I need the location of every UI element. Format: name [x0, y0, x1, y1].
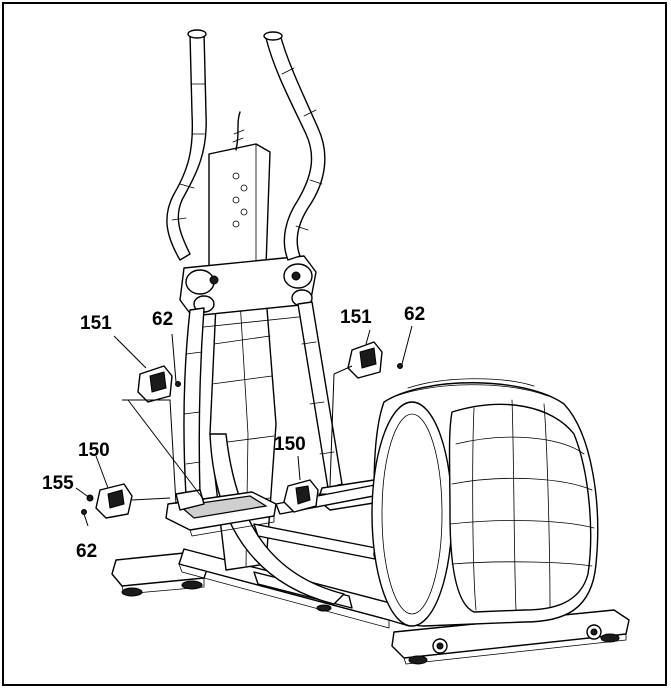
callout-151-left: 151 — [80, 313, 112, 334]
central-hub — [179, 255, 317, 329]
moving-arms — [166, 29, 343, 497]
exploded-parts — [81, 341, 403, 519]
flywheel-shroud — [371, 378, 599, 627]
callout-150-left: 150 — [78, 440, 110, 461]
callout-150-middle: 150 — [274, 434, 306, 455]
callout-62-left-bottom: 62 — [76, 541, 98, 562]
elliptical-trainer-drawing — [75, 29, 630, 665]
callout-62-left-top: 62 — [152, 309, 174, 330]
callout-151-right: 151 — [340, 307, 372, 328]
callout-155: 155 — [42, 473, 74, 494]
pedals — [165, 479, 391, 563]
leader-lines — [75, 325, 413, 527]
callout-62-right: 62 — [404, 304, 426, 325]
